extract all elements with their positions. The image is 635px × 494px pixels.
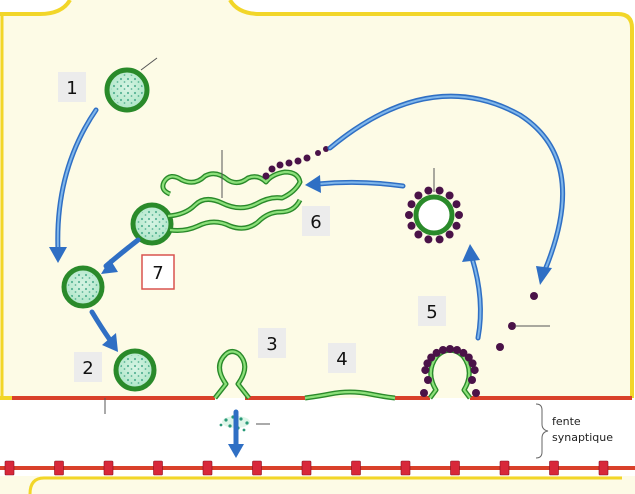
clathrin-dot xyxy=(452,221,461,230)
step-6-label: 6 xyxy=(310,212,321,233)
coated-pit-clathrin xyxy=(420,345,480,397)
clathrin-dot xyxy=(464,353,473,362)
clathrin-dot xyxy=(414,230,423,239)
clathrin-dot xyxy=(424,235,433,244)
clathrin-dot xyxy=(405,211,413,219)
clathrin-dot xyxy=(424,376,432,384)
cleft-label-line1: fente xyxy=(552,415,581,428)
step-4-box: 4 xyxy=(328,343,356,373)
clathrin-dot xyxy=(468,376,476,384)
clathrin-dot xyxy=(452,200,461,209)
clathrin-dot xyxy=(472,389,480,397)
vesicle-budding-endosome xyxy=(130,202,174,246)
arrow-pool-to-2 xyxy=(89,309,113,343)
coated-vesicle xyxy=(405,186,463,244)
free-clathrin-dots xyxy=(496,292,538,351)
step-1-label: 1 xyxy=(66,78,77,99)
clathrin-dot xyxy=(421,366,430,375)
clathrin-dot xyxy=(407,200,416,209)
step-4-label: 4 xyxy=(336,349,347,370)
receptor xyxy=(598,460,609,476)
clathrin-dot xyxy=(420,389,428,397)
vesicle-2 xyxy=(113,348,157,392)
clathrin-dot xyxy=(445,191,454,200)
receptor xyxy=(103,460,114,476)
clathrin-dot xyxy=(423,359,432,368)
leader-vesicle-1 xyxy=(140,57,158,71)
clathrin-dot xyxy=(455,211,463,219)
step-6-box: 6 xyxy=(302,206,330,236)
receptor xyxy=(351,460,361,476)
step-5-box: 5 xyxy=(418,296,446,326)
clathrin-dot xyxy=(435,186,444,195)
cleft-label-line2: synaptique xyxy=(552,431,613,444)
receptor xyxy=(54,460,64,476)
clathrin-dot xyxy=(414,191,423,200)
endosome-highlight xyxy=(161,170,302,218)
receptor xyxy=(549,460,559,476)
arrow-head-6 xyxy=(305,175,321,193)
receptor xyxy=(499,460,510,476)
step-7-label: 7 xyxy=(152,263,163,284)
arrow-head-recycle xyxy=(536,266,552,285)
vesicle-1 xyxy=(104,67,150,113)
step-5-label: 5 xyxy=(426,302,437,323)
clathrin-dot xyxy=(446,345,454,353)
flattened-vesicle-membrane-highlight xyxy=(304,390,396,400)
presynaptic-membrane xyxy=(0,0,634,398)
exocytosis-omega-highlight xyxy=(214,350,250,399)
arrow-head-7 xyxy=(101,259,118,274)
receptor xyxy=(301,460,312,476)
presynaptic-cytoplasm xyxy=(0,0,632,398)
arrow-head-5 xyxy=(462,244,480,262)
receptor xyxy=(450,460,460,476)
receptor xyxy=(400,460,411,476)
step-2-label: 2 xyxy=(82,358,93,379)
arrow-head-release xyxy=(228,444,244,458)
receptor xyxy=(4,460,15,476)
cycle-arrows xyxy=(49,93,565,352)
receptor xyxy=(202,460,213,476)
clathrin-dot xyxy=(459,348,468,357)
clathrin-dot xyxy=(468,359,477,368)
arrow-head-2 xyxy=(102,333,118,352)
postsynaptic-cytoplasm xyxy=(0,476,635,494)
clathrin-dot xyxy=(439,346,447,354)
arrow-head-1 xyxy=(49,247,67,263)
clathrin-dot xyxy=(432,348,441,357)
receptor xyxy=(252,460,262,476)
step-3-label: 3 xyxy=(266,334,277,355)
receptor xyxy=(153,460,163,476)
clathrin-dot xyxy=(435,235,444,244)
step-2-box: 2 xyxy=(74,352,102,382)
endosome-inner-highlight xyxy=(169,199,301,232)
clathrin-dot xyxy=(407,221,416,230)
clathrin-dot xyxy=(470,366,479,375)
step-1-box: 1 xyxy=(58,72,86,102)
clathrin-dot xyxy=(427,353,436,362)
postsynaptic-receptors xyxy=(4,460,609,476)
postsynaptic-inner-membrane xyxy=(28,476,622,494)
clathrin-dots-endosome xyxy=(262,146,329,180)
clathrin-dot xyxy=(424,186,433,195)
vesicle-refilled xyxy=(61,265,105,309)
cleft-brace xyxy=(535,403,549,459)
clathrin-dot xyxy=(445,230,454,239)
step-7-box: 7 xyxy=(141,254,175,290)
clathrin-dot xyxy=(453,346,461,354)
step-3-box: 3 xyxy=(258,328,286,358)
